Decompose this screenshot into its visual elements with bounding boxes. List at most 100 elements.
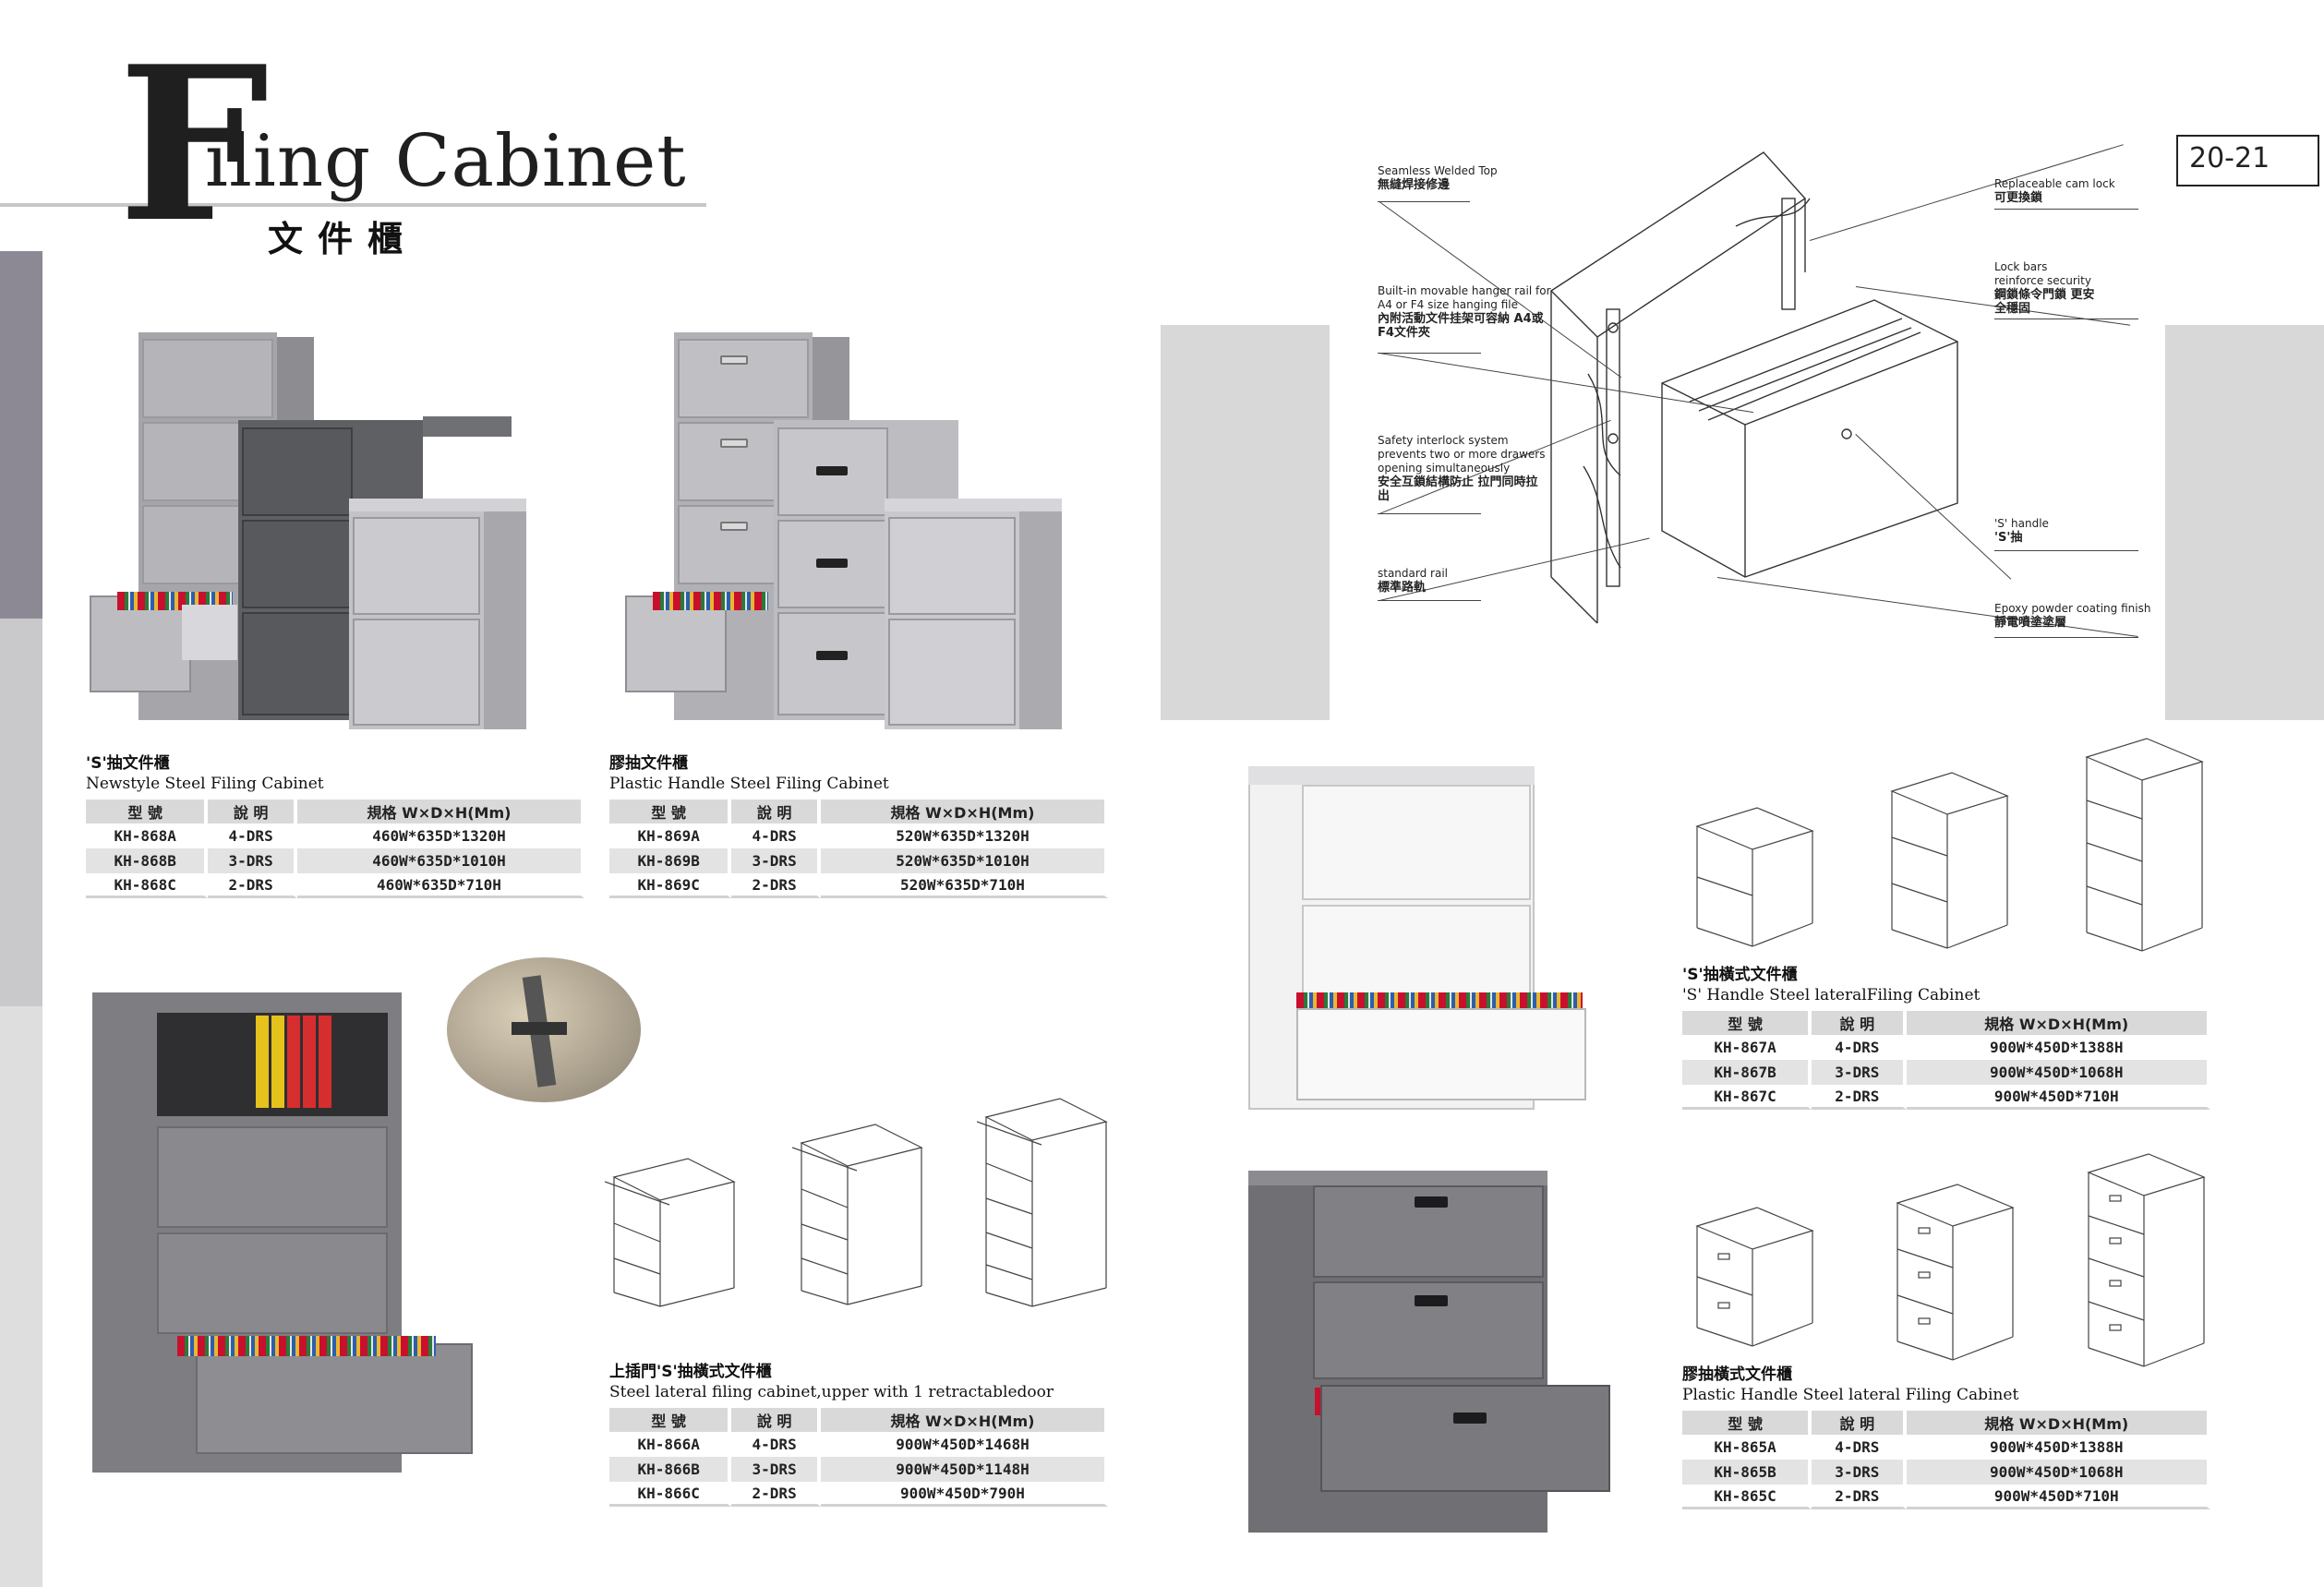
cell-size: 900W*450D*1068H	[1906, 1060, 2210, 1085]
spec-table-867: 'S'抽橫式文件櫃 'S' Handle Steel lateralFiling…	[1682, 965, 2210, 1110]
cell-size: 520W*635D*710H	[820, 873, 1108, 898]
table-title-cn: 'S'抽文件櫃	[86, 754, 170, 773]
cell-desc: 3-DRS	[208, 848, 297, 873]
cell-desc: 4-DRS	[1812, 1435, 1907, 1460]
cell-model: KH-865C	[1682, 1485, 1812, 1509]
cell-desc: 3-DRS	[731, 848, 821, 873]
table-title-cn: 'S'抽橫式文件櫃	[1682, 966, 1798, 984]
label-cn: 靜電噴塗塗層	[1994, 616, 2067, 630]
product-photo-867	[1248, 766, 1590, 1110]
cell-model: KH-868C	[86, 873, 209, 898]
cell-model: KH-868A	[86, 824, 209, 848]
label-en: Seamless Welded Top	[1378, 164, 1498, 177]
cell-desc: 3-DRS	[1812, 1060, 1907, 1085]
table-title-en: 'S' Handle Steel lateralFiling Cabinet	[1682, 986, 1981, 1004]
page-title-cn: 文件櫃	[268, 219, 418, 259]
spec-table-865: 膠抽橫式文件櫃 Plastic Handle Steel lateral Fil…	[1682, 1365, 2210, 1509]
cell-size: 900W*450D*1148H	[820, 1457, 1108, 1482]
col-header-size: 規格 W×D×H(Mm)	[820, 1408, 1108, 1432]
cell-size: 900W*450D*790H	[820, 1482, 1108, 1507]
label-s-handle: 'S' handle 'S'抽	[1994, 517, 2133, 545]
cell-size: 520W*635D*1320H	[820, 824, 1108, 848]
cell-desc: 4-DRS	[731, 1432, 821, 1457]
sketch-866a	[977, 1098, 1108, 1307]
cell-model: KH-865A	[1682, 1435, 1812, 1460]
cell-model: KH-867C	[1682, 1085, 1812, 1110]
cell-size: 900W*450D*1468H	[820, 1432, 1108, 1457]
cell-desc: 4-DRS	[731, 824, 821, 848]
cell-size: 900W*450D*1388H	[1906, 1435, 2210, 1460]
label-cn: 可更換鎖	[1994, 191, 2043, 205]
label-safety-interlock: Safety interlock system prevents two or …	[1378, 434, 1548, 503]
label-hanger-rail: Built-in movable hanger rail for A4 or F…	[1378, 284, 1553, 340]
cell-desc: 3-DRS	[1812, 1460, 1907, 1485]
label-epoxy-coating: Epoxy powder coating finish 靜電噴塗塗層	[1994, 602, 2188, 630]
cell-model: KH-868B	[86, 848, 209, 873]
label-en: Built-in movable hanger rail for A4 or F…	[1378, 284, 1551, 311]
cell-size: 900W*450D*1068H	[1906, 1460, 2210, 1485]
cell-model: KH-869C	[609, 873, 732, 898]
cell-model: KH-866A	[609, 1432, 732, 1457]
label-cn: 鋼鎖條令門鎖 更安全穩固	[1994, 288, 2095, 316]
page-title: iling Cabinet	[205, 120, 687, 203]
side-color-bar-dark	[0, 251, 42, 619]
cell-desc: 4-DRS	[208, 824, 297, 848]
sketch-865b	[1896, 1184, 2015, 1361]
label-cn: 安全互鎖結構防止 拉門同時拉出	[1378, 475, 1538, 503]
col-header-model: 型 號	[609, 1408, 732, 1432]
label-en: Safety interlock system prevents two or …	[1378, 434, 1546, 475]
col-header-size: 規格 W×D×H(Mm)	[296, 800, 584, 824]
table-title-en: Plastic Handle Steel Filing Cabinet	[609, 775, 889, 793]
col-header-size: 規格 W×D×H(Mm)	[1906, 1411, 2210, 1435]
cell-size: 900W*450D*710H	[1906, 1485, 2210, 1509]
sketch-865c	[1695, 1207, 1814, 1347]
label-cam-lock: Replaceable cam lock 可更換鎖	[1994, 177, 2151, 205]
col-header-size: 規格 W×D×H(Mm)	[1906, 1011, 2210, 1035]
cell-model: KH-866B	[609, 1457, 732, 1482]
col-header-desc: 說 明	[731, 800, 821, 824]
sketch-867b	[1890, 772, 2009, 949]
col-header-desc: 說 明	[731, 1408, 821, 1432]
sketch-866b	[792, 1124, 923, 1305]
table-title-cn: 上插門'S'抽橫式文件櫃	[609, 1363, 772, 1381]
label-seamless-top: Seamless Welded Top 無縫焊接修邊	[1378, 164, 1544, 192]
label-lock-bars: Lock bars reinforce security 鋼鎖條令門鎖 更安全穩…	[1994, 260, 2096, 316]
col-header-size: 規格 W×D×H(Mm)	[820, 800, 1108, 824]
lock-detail-photo	[447, 957, 641, 1102]
col-header-model: 型 號	[609, 800, 732, 824]
label-cn: 無縫焊接修邊	[1378, 178, 1451, 192]
sketch-866c	[605, 1158, 736, 1307]
cell-model: KH-867B	[1682, 1060, 1812, 1085]
spec-table-866: 上插門'S'抽橫式文件櫃 Steel lateral filing cabine…	[609, 1362, 1108, 1507]
col-header-desc: 說 明	[1812, 1411, 1907, 1435]
product-photo-868	[85, 328, 547, 739]
label-cn: 內附活動文件挂架可容納 A4或F4文件夾	[1378, 312, 1544, 340]
cell-desc: 2-DRS	[731, 1482, 821, 1507]
table-title-en: Newstyle Steel Filing Cabinet	[86, 775, 324, 793]
label-en: Lock bars reinforce security	[1994, 260, 2091, 287]
sketch-867c	[1695, 807, 1814, 947]
cell-model: KH-869B	[609, 848, 732, 873]
cabinet-structure-diagram	[1549, 151, 1958, 624]
label-cn: 標準路軌	[1378, 581, 1427, 595]
cell-size: 520W*635D*1010H	[820, 848, 1108, 873]
cell-size: 460W*635D*1010H	[296, 848, 584, 873]
gray-panel-left	[1161, 325, 1330, 720]
product-photo-866	[85, 992, 473, 1473]
label-en: standard rail	[1378, 567, 1448, 580]
label-standard-rail: standard rail 標準路軌	[1378, 567, 1525, 595]
table-title-en: Steel lateral filing cabinet,upper with …	[609, 1383, 1054, 1401]
cell-desc: 2-DRS	[731, 873, 821, 898]
label-en: Epoxy powder coating finish	[1994, 602, 2151, 615]
